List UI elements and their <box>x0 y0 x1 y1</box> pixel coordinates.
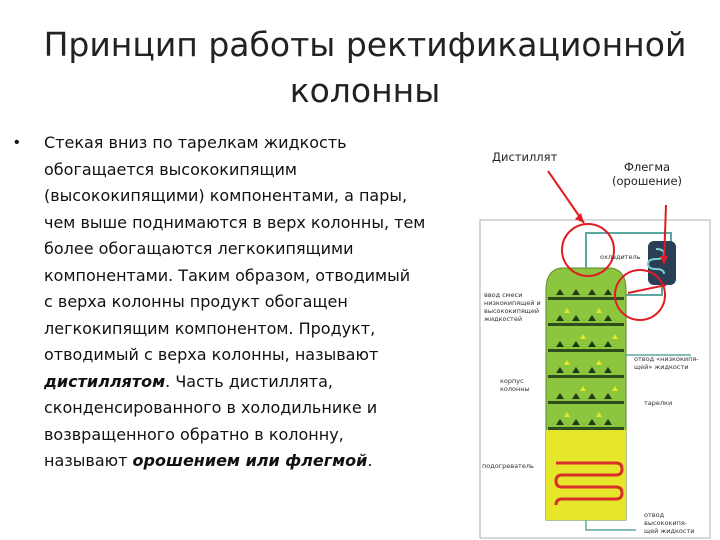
bullet-paragraph: Стекая вниз по тарелкам жидкость обогаща… <box>44 130 474 475</box>
text-fragment: . <box>367 451 373 470</box>
reflux-circle <box>614 269 666 321</box>
label-reflux-line-1: Флегма <box>623 160 671 174</box>
condenser-unit <box>648 241 676 285</box>
reflux-arrowhead <box>660 256 668 265</box>
label-bottom-1: отвод <box>644 511 665 519</box>
label-reflux-out-2: щей» жидкости <box>634 363 688 371</box>
distillate-arrowhead <box>575 213 584 223</box>
distillate-circle <box>561 223 615 277</box>
text-line: обогащается высококипящим <box>44 159 297 179</box>
text-line: с верха колонны продукт обогащен <box>44 292 348 311</box>
title-line-2: колонны <box>289 71 441 110</box>
text-line: чем выше поднимаются в верх колонны, тем <box>44 212 426 232</box>
distillate-arrow <box>547 170 585 224</box>
vapor-pipe <box>585 232 672 268</box>
text-fragment: . Часть дистиллята, <box>165 371 333 391</box>
reflux-arrow <box>663 204 667 264</box>
label-bottom-3: щей жидкости <box>644 527 694 535</box>
text-fragment: называют <box>44 451 133 470</box>
label-trays: тарелки <box>644 399 672 407</box>
title-line-1: Принцип работы ректификационной <box>43 25 687 64</box>
term-reflux: орошением или флегмой <box>132 451 368 470</box>
label-feed-2: низкокипящей и <box>484 299 541 307</box>
bottom-pipe <box>585 520 636 531</box>
text-line: Стекая вниз по тарелкам жидкость <box>44 133 347 152</box>
bullet-marker: • <box>14 134 20 151</box>
label-feed-4: жидкостей <box>484 315 522 323</box>
label-heater: подогреватель <box>482 462 534 470</box>
text-line: отводимый с верха колонны, называют <box>44 345 379 364</box>
text-line: компонентами. Таким образом, отводимый <box>44 265 411 285</box>
label-condenser: охладитель <box>600 253 641 261</box>
diagram-frame <box>479 219 711 539</box>
column-diagram: охладитель ввод смеси низкокипящей и выс… <box>479 170 711 539</box>
label-distillate: Дистиллят <box>492 150 558 164</box>
label-bottom-2: высококипя- <box>644 519 688 527</box>
reflux-pipe <box>626 285 663 296</box>
label-feed-1: ввод смеси <box>484 291 522 299</box>
bubble-caps <box>556 289 612 425</box>
heater-coil <box>554 461 624 506</box>
text-line: называют орошением или флегмой. <box>44 448 474 475</box>
text-line: сконденсированного в холодильнике и <box>44 398 378 417</box>
text-line: легкокипящим компонентом. Продукт, <box>44 318 376 338</box>
label-reflux-out-1: отвод «низкокипя- <box>634 355 699 363</box>
label-reflux-line-2: (орошение) <box>612 174 683 188</box>
reflux-arrow-2 <box>627 284 667 294</box>
text-line: дистиллятом. Часть дистиллята, <box>44 369 474 396</box>
label-feed-3: высококипящей <box>484 307 539 315</box>
text-line: (высококипящими) компонентами, а пары, <box>44 186 408 205</box>
label-body-2: колонны <box>500 385 530 393</box>
slide-title: Принцип работы ректификационной колонны <box>20 22 710 114</box>
text-line: возвращенного обратно в колонну, <box>44 424 344 444</box>
label-body-1: корпус <box>500 377 524 385</box>
term-distillate: дистиллятом <box>44 371 166 391</box>
label-reflux: Флегма (орошение) <box>612 160 682 188</box>
text-line: более обогащаются легкокипящими <box>44 239 354 258</box>
trays-group <box>548 297 624 430</box>
